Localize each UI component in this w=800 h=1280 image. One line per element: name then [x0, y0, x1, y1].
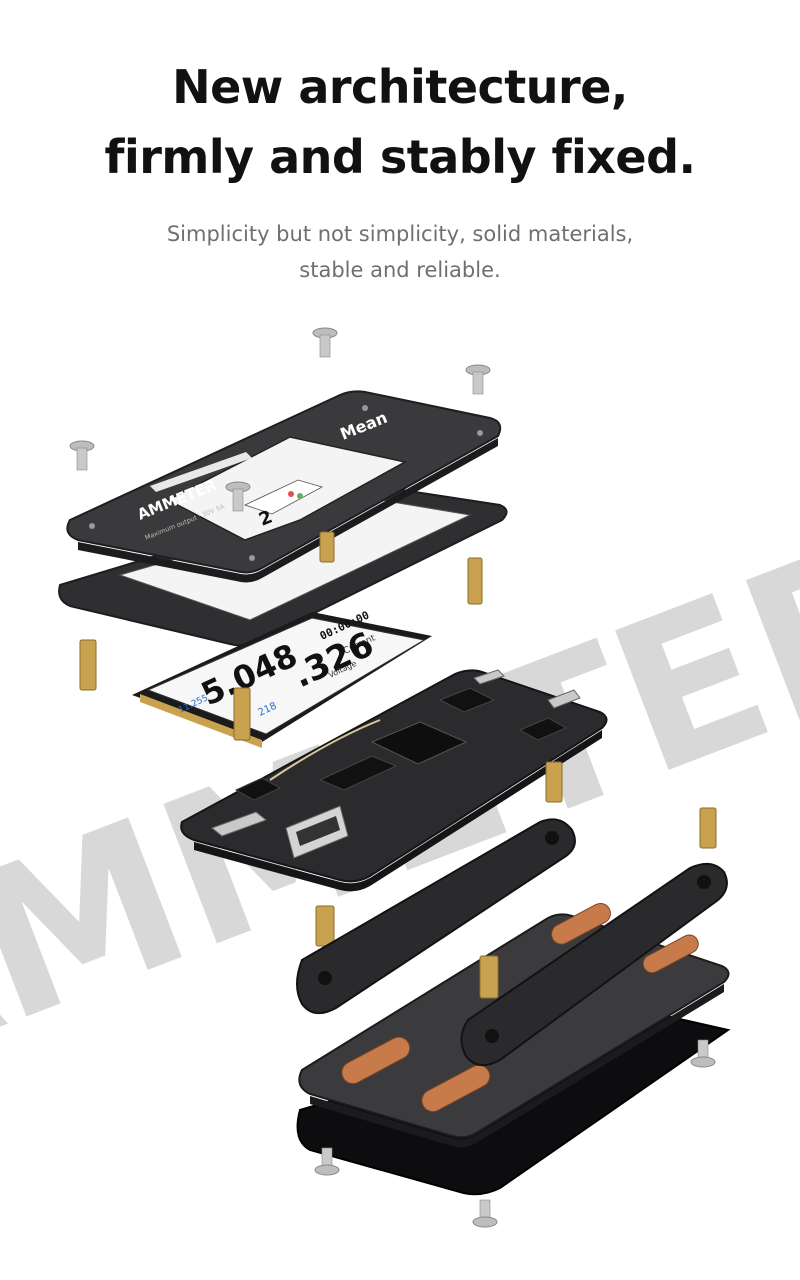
standoff-3	[79, 639, 97, 691]
copper-shunt-2	[421, 1064, 491, 1113]
usb-c-port-icon	[210, 811, 268, 837]
standoff-8	[479, 955, 499, 999]
headline: New architecture, firmly and stably fixe…	[0, 52, 800, 192]
screw-bottom-right	[690, 1039, 716, 1068]
screw-top-center	[312, 327, 338, 358]
screw-bottom-center	[472, 1199, 498, 1228]
subheadline-line-2: stable and reliable.	[299, 258, 501, 282]
standoff-6	[699, 807, 717, 849]
screw-top-left	[69, 440, 95, 471]
main-circuit-board	[180, 669, 608, 892]
headline-line-1: New architecture,	[172, 60, 628, 114]
standoff-1	[319, 531, 335, 563]
standoff-5	[545, 761, 563, 803]
standoff-4	[233, 687, 251, 741]
subheadline: Simplicity but not simplicity, solid mat…	[0, 216, 800, 288]
usb-a-port-icon	[285, 805, 349, 859]
headline-line-2: firmly and stably fixed.	[104, 130, 696, 184]
copper-shunt-1	[341, 1036, 411, 1085]
right-support-bar	[460, 862, 728, 1067]
screw-top-right	[465, 364, 491, 395]
usb-c-port-right-icon	[473, 669, 581, 709]
copper-shunt-4	[642, 934, 699, 974]
exploded-product-view: AMMETER 2 AMMETER Maximum output · 30V 5…	[0, 327, 800, 1228]
top-cover-plate: 2 AMMETER Maximum output · 30V 5A Mean	[66, 390, 502, 583]
copper-shunt-3	[551, 902, 611, 945]
screw-bottom-left	[314, 1147, 340, 1176]
left-support-bar	[296, 818, 576, 1015]
standoff-2	[467, 557, 483, 605]
screw-window	[225, 481, 251, 512]
subheadline-line-1: Simplicity but not simplicity, solid mat…	[166, 222, 634, 246]
standoff-7	[315, 905, 335, 947]
